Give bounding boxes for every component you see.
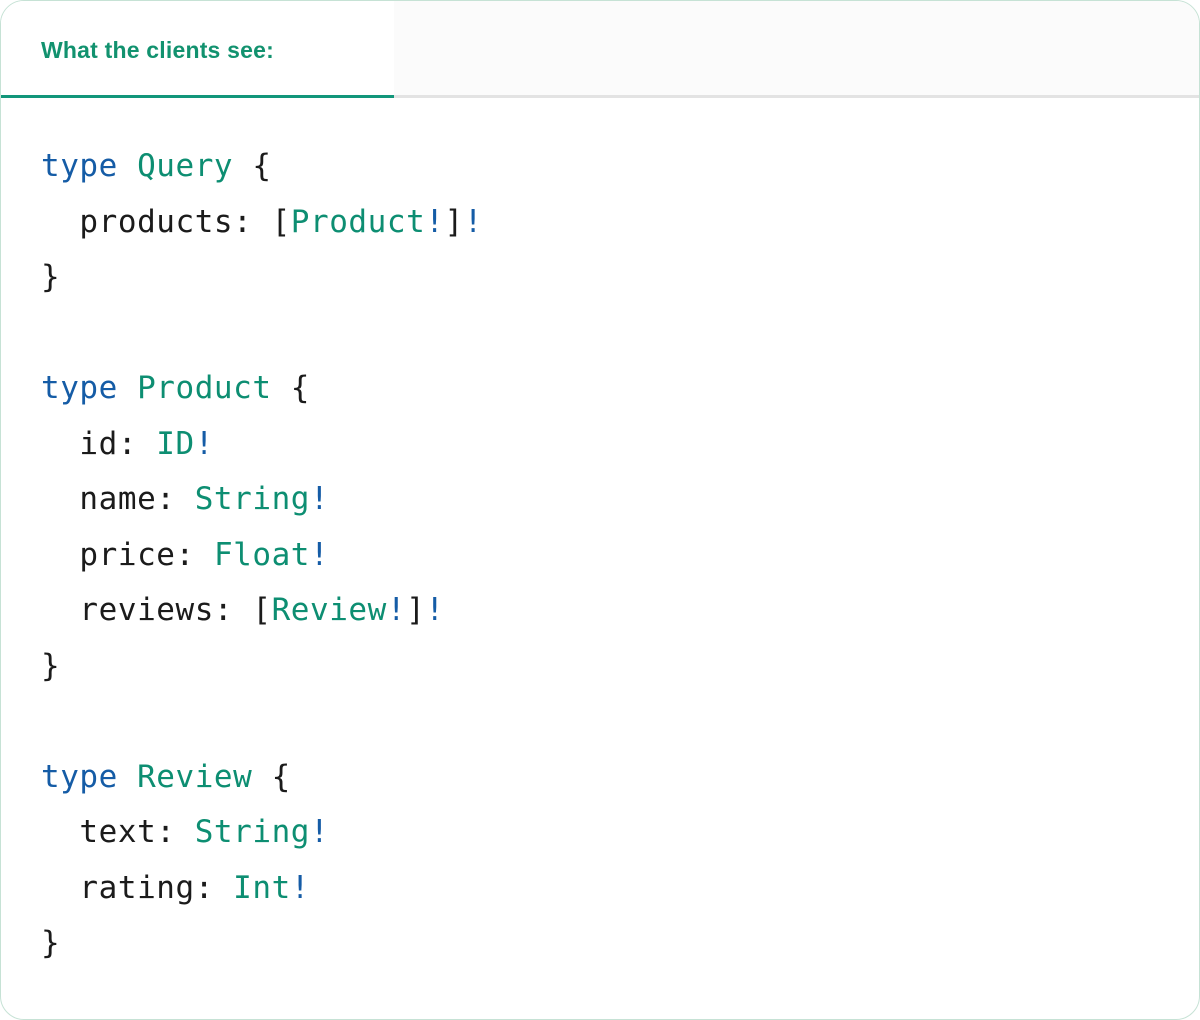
active-tab-underline (1, 95, 394, 98)
code-line: type Product { (41, 361, 1169, 417)
code-token: String (194, 814, 311, 850)
code-token: { (271, 370, 311, 406)
code-token: Query (137, 148, 234, 184)
code-token: price: (41, 536, 214, 573)
code-line: name: String! (41, 472, 1169, 528)
code-token: ] (406, 592, 426, 628)
code-token (118, 148, 137, 184)
code-token: } (41, 259, 61, 295)
code-token: Review (137, 758, 253, 795)
code-line: text: String! (41, 805, 1169, 861)
code-token: Review (271, 592, 387, 628)
code-token: type (41, 148, 118, 184)
code-token: ] (444, 203, 464, 240)
code-token: Int (233, 869, 291, 906)
code-token: ! (310, 481, 330, 517)
code-line: products: [Product!]! (41, 195, 1169, 251)
tab-label: What the clients see: (41, 37, 274, 63)
code-token: { (252, 758, 291, 795)
code-token: id: (41, 425, 157, 462)
code-line: type Review { (41, 750, 1169, 806)
code-token: ID (156, 425, 195, 462)
code-line (41, 306, 1169, 362)
code-token: } (41, 925, 61, 961)
code-token: products: [ (41, 203, 291, 240)
code-token: ! (310, 536, 330, 573)
code-line: } (41, 639, 1169, 695)
code-line: } (41, 250, 1169, 306)
code-token: reviews: [ (41, 592, 272, 628)
code-token: ! (463, 203, 483, 240)
code-token: { (233, 148, 272, 184)
tab-what-clients-see[interactable]: What the clients see: (1, 1, 394, 98)
code-token: ! (425, 592, 445, 628)
code-token: Product (137, 370, 272, 406)
tab-bar: What the clients see: (1, 1, 1199, 98)
code-token: ! (386, 592, 407, 628)
code-line: rating: Int! (41, 861, 1169, 917)
code-line: } (41, 916, 1169, 972)
code-token: } (41, 647, 61, 684)
code-token: Product (290, 203, 426, 240)
code-token: ! (310, 814, 330, 850)
code-token: text: (41, 814, 195, 850)
code-token: rating: (41, 869, 234, 906)
code-token: type (41, 758, 118, 795)
code-token (118, 370, 137, 406)
tabbar-divider (1, 95, 1199, 98)
code-token: String (194, 481, 311, 517)
code-line: type Query { (41, 139, 1169, 195)
code-token: type (41, 370, 118, 406)
code-line (41, 694, 1169, 750)
code-token: ! (194, 425, 214, 462)
code-token: ! (290, 869, 311, 906)
code-line: reviews: [Review!]! (41, 583, 1169, 639)
code-line: id: ID! (41, 417, 1169, 473)
code-line: price: Float! (41, 528, 1169, 584)
code-block: type Query { products: [Product!]!}type … (1, 98, 1199, 972)
code-token: Float (213, 536, 311, 573)
code-token: ! (425, 203, 445, 240)
code-token (118, 759, 137, 795)
code-token: name: (41, 481, 195, 517)
